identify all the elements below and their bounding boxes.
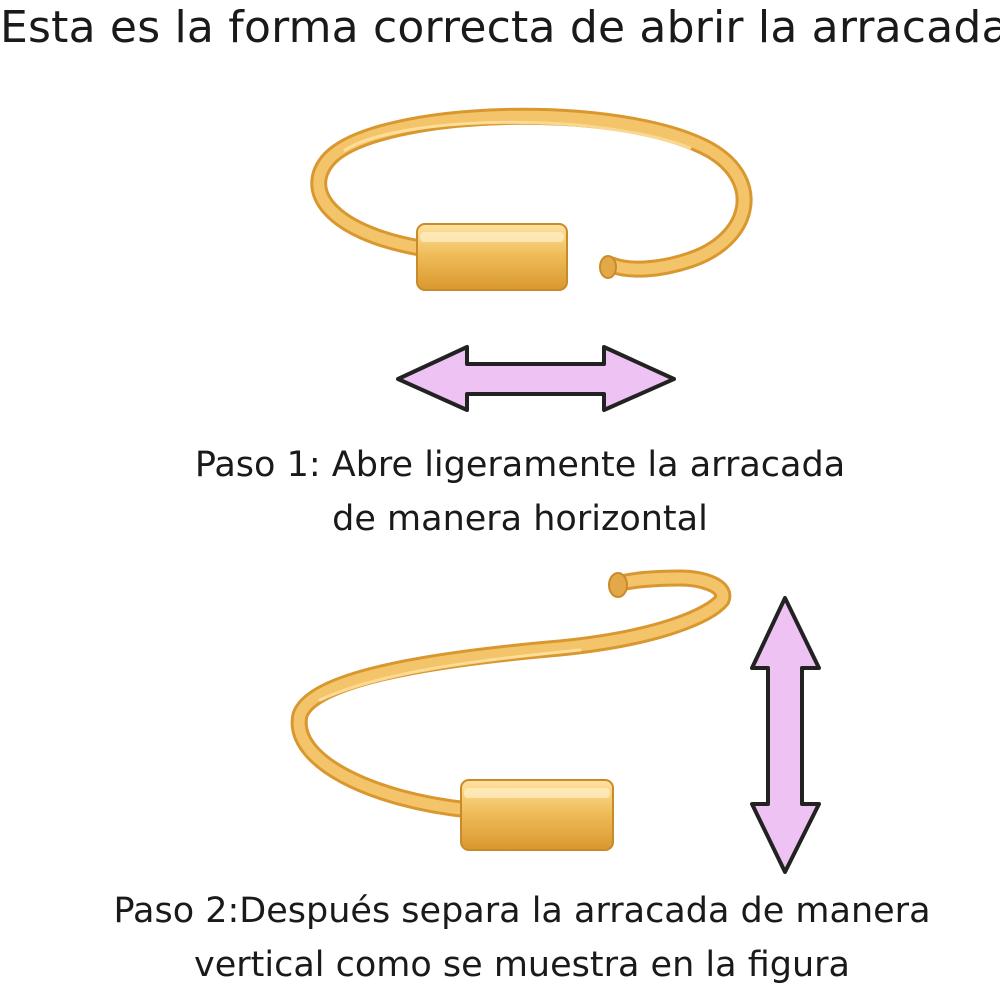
horizontal-double-arrow-icon — [396, 345, 676, 412]
step2-line2: vertical como se muestra en la figura — [194, 945, 850, 985]
earring-horizontal-open — [310, 107, 753, 291]
step1-line1: Paso 1: Abre ligeramente la arracada — [194, 445, 846, 485]
step1-line2: de manera horizontal — [332, 499, 708, 539]
page-title: Esta es la forma correcta de abrir la ar… — [0, 2, 1000, 53]
step2-caption: Paso 2:Después separa la arracada de man… — [62, 884, 982, 992]
step2-line1: Paso 2:Después separa la arracada de man… — [113, 891, 931, 931]
step1-caption: Paso 1: Abre ligeramente la arracada de … — [120, 438, 920, 546]
earring-vertical-open — [290, 569, 732, 851]
vertical-double-arrow-icon — [750, 596, 821, 874]
